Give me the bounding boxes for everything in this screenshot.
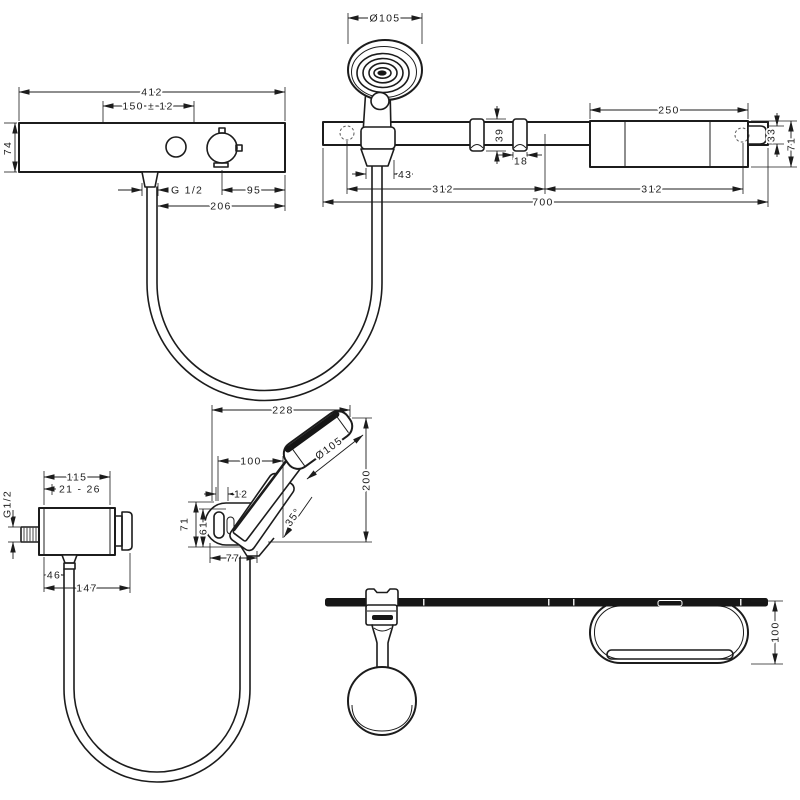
shelf-drain-slot xyxy=(606,649,734,660)
shelf-front xyxy=(589,120,749,168)
shelf-hook xyxy=(657,600,683,607)
slider-clip-notch xyxy=(513,144,527,149)
spray-mode-button xyxy=(370,91,390,111)
dim-text-plate-thickness: 12 xyxy=(234,489,248,501)
holder-clamp-top xyxy=(365,588,399,605)
dim-text-knob-offset: 95 xyxy=(247,185,261,197)
thermostat-body-side xyxy=(38,507,116,556)
dim-text-outlet-offset-side: 46 xyxy=(47,570,61,582)
spray-center xyxy=(377,70,387,76)
dim-text-port-spacing: 150 ± 12 xyxy=(122,101,173,113)
knob-stem-side xyxy=(114,515,123,547)
head-bottom-edge xyxy=(351,704,413,732)
shower-hose xyxy=(63,555,251,783)
dim-text-depth: 115 xyxy=(67,472,88,484)
wall-plate-slot xyxy=(213,511,225,539)
dim-text-slider-height: 39 xyxy=(494,128,506,142)
knob-tab-bottom xyxy=(213,162,229,168)
slider-clip xyxy=(512,118,528,152)
knob-cap-side xyxy=(121,511,133,551)
dim-text-right-section: 312 xyxy=(641,184,662,196)
slider-clip-notch xyxy=(470,144,484,149)
dim-text-height: 74 xyxy=(2,141,14,155)
shower-hose xyxy=(73,555,241,773)
spray-ring xyxy=(362,57,404,89)
hose-outlet xyxy=(141,171,159,188)
hand-shower-head-side xyxy=(282,410,354,470)
thermostat-side-view: 115 21 - 26 G1/2 46 147 xyxy=(0,470,251,783)
thermostat-front-view: 412 150 ± 12 74 G 1/2 95 206 xyxy=(0,85,383,402)
dim-text-outlet-offset: 206 xyxy=(210,201,231,213)
mount-screw-hole xyxy=(339,125,355,141)
dim-text-reach: 228 xyxy=(272,405,293,417)
hose-collar-side xyxy=(63,562,76,570)
dim-text-angle: 35° xyxy=(283,506,304,529)
dim-text-wall-clearance: 21 - 26 xyxy=(59,484,101,496)
dim-text-total-length: 700 xyxy=(532,197,553,209)
inlet-nipple xyxy=(20,526,40,543)
holder-arm xyxy=(387,624,394,671)
holder-arm xyxy=(371,624,378,671)
mount-screw-hole xyxy=(734,127,750,143)
dim-text-bar-end-height: 33 xyxy=(766,128,778,142)
holder-slot-top xyxy=(372,615,393,620)
dim-text-inlet-thread: G1/2 xyxy=(2,490,14,518)
knob-tab-right xyxy=(235,144,243,152)
dim-text-width: 412 xyxy=(141,87,162,99)
hand-shower-holder-side-view: 228 100 12 Ø105 200 71 61 35° 77 xyxy=(177,403,375,567)
dim-text-holder-offset: 43 xyxy=(398,169,412,181)
dim-text-height: 200 xyxy=(361,469,373,490)
slider-clip xyxy=(469,118,485,152)
shower-hose xyxy=(146,165,383,402)
dim-text-head-offset: 100 xyxy=(240,456,261,468)
thermostat-body xyxy=(18,122,286,173)
shower-bar-front-view: Ø105 250 39 18 43 312 312 700 33 xyxy=(322,11,800,211)
dim-text-total-depth: 147 xyxy=(76,583,97,595)
knob-tab-top xyxy=(218,127,226,134)
shelf-top-outline xyxy=(589,601,749,664)
dim-text-slider-width: 18 xyxy=(514,156,528,168)
dim-text-holder-height: 71 xyxy=(179,517,191,531)
bar-end-cap xyxy=(747,125,767,145)
select-button xyxy=(165,136,187,158)
dim-text-holder-depth: 77 xyxy=(226,553,240,565)
dim-text-head-diameter: Ø105 xyxy=(370,13,401,25)
wall-bar-top xyxy=(325,598,768,607)
hand-shower-head-top xyxy=(347,666,417,736)
holder-clamp xyxy=(360,126,396,150)
spray-ring xyxy=(368,62,398,84)
bar-segment-joints xyxy=(423,599,742,606)
dim-text-shelf-width: 250 xyxy=(658,105,679,117)
hand-shower-head xyxy=(347,39,423,101)
shower-bar-top-view: 100 xyxy=(325,588,784,736)
inlet-thread-lines xyxy=(23,527,37,542)
dim-text-left-section: 312 xyxy=(432,184,453,196)
dim-text-shelf-depth: 100 xyxy=(770,621,782,642)
holder-arm-shoulder xyxy=(373,627,392,632)
dim-text-holder-inner-height: 61 xyxy=(198,521,210,535)
dim-text-shelf-height: 71 xyxy=(786,137,798,151)
hose-outlet-side xyxy=(61,554,78,564)
holder-cone xyxy=(360,148,395,167)
shower-hose xyxy=(156,165,373,392)
shelf-top-inner xyxy=(594,605,744,660)
spray-ring xyxy=(373,67,392,80)
dim-text-outlet-thread: G 1/2 xyxy=(171,185,203,197)
